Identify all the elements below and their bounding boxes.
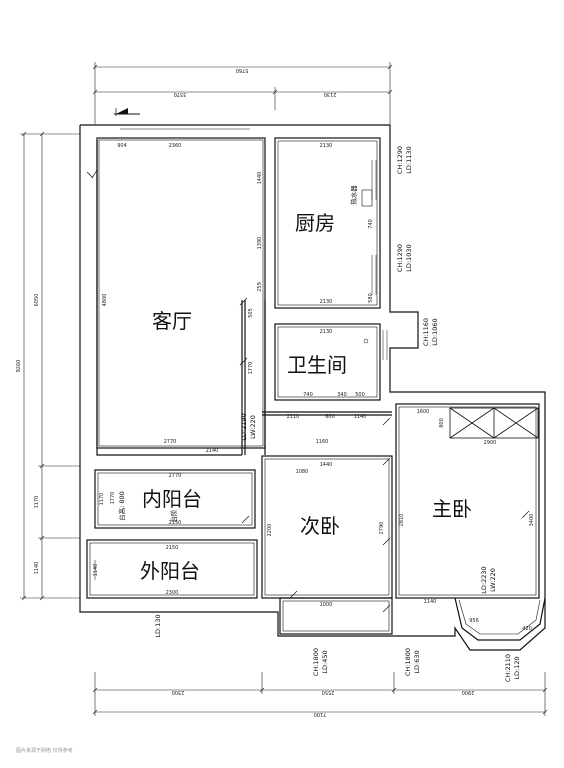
svg-text:1080: 1080 bbox=[296, 469, 309, 475]
wardrobe-icon bbox=[449, 407, 539, 439]
note-second-win-b: LD:450 bbox=[321, 650, 329, 673]
svg-text:2200: 2200 bbox=[267, 524, 273, 537]
svg-text:2810: 2810 bbox=[399, 514, 405, 527]
room-inner-balcony: 内阳台 bbox=[142, 487, 202, 511]
note-kitchen-win-1: CH:1290 bbox=[396, 146, 404, 174]
note-kitchen-win-1b: LD:1130 bbox=[405, 146, 413, 173]
svg-text:2300: 2300 bbox=[166, 590, 179, 596]
svg-text:1440: 1440 bbox=[257, 172, 263, 185]
svg-text:420: 420 bbox=[522, 626, 532, 632]
svg-text:1770: 1770 bbox=[248, 362, 254, 375]
top-dimensions bbox=[92, 62, 393, 124]
water-heater-icon bbox=[361, 189, 373, 207]
left-dimensions bbox=[20, 131, 80, 601]
note-master-door: LD:2230 bbox=[480, 566, 488, 593]
svg-text:1000: 1000 bbox=[320, 602, 333, 608]
dim-left-overall: 9260 bbox=[16, 360, 22, 373]
note-master-win-b: LD:630 bbox=[413, 650, 421, 673]
svg-text:259: 259 bbox=[257, 282, 263, 292]
dim-left-upper: 6050 bbox=[34, 294, 40, 307]
svg-text:1140: 1140 bbox=[93, 564, 99, 577]
svg-text:800: 800 bbox=[439, 418, 445, 428]
svg-text:600: 600 bbox=[325, 414, 335, 420]
svg-text:740: 740 bbox=[303, 392, 313, 398]
svg-text:2140: 2140 bbox=[206, 448, 219, 454]
north-arrow-icon bbox=[114, 108, 140, 116]
watermark: 图片来源于网络 仅供参考 bbox=[16, 747, 73, 754]
svg-text:340: 340 bbox=[337, 392, 347, 398]
bottom-dimensions bbox=[92, 672, 548, 716]
svg-text:1160: 1160 bbox=[316, 439, 329, 445]
room-outer-balcony: 外阳台 bbox=[140, 559, 200, 583]
svg-text:956: 956 bbox=[469, 618, 479, 624]
svg-text:2150: 2150 bbox=[166, 545, 179, 551]
dim-left-lower: 1140 bbox=[34, 562, 40, 575]
dim-bottom-left: 2300 bbox=[172, 689, 185, 695]
dim-bottom-overall: 7100 bbox=[314, 711, 327, 717]
dim-bottom-right: 2900 bbox=[462, 689, 475, 695]
dim-top-right: 2130 bbox=[324, 91, 337, 97]
note-sill-height: 台高: 800 bbox=[117, 491, 126, 521]
note-bath-win: CH:1160 bbox=[422, 318, 430, 346]
svg-text:3400: 3400 bbox=[529, 514, 535, 527]
note-outer-ld: LD:130 bbox=[154, 614, 162, 637]
room-second-bedroom: 次卧 bbox=[300, 514, 340, 538]
note-master-win: CH:1800 bbox=[404, 648, 412, 676]
wall-ticks bbox=[86, 169, 530, 613]
note-bay-win: CH:2110 bbox=[504, 654, 512, 682]
svg-text:580: 580 bbox=[368, 293, 374, 303]
dim-top-left: 3370 bbox=[174, 91, 187, 97]
windows bbox=[94, 124, 388, 580]
note-kitchen-win-2: CH:1290 bbox=[396, 244, 404, 272]
note-second-win: CH:1800 bbox=[312, 648, 320, 676]
svg-text:1170: 1170 bbox=[99, 493, 105, 506]
svg-text:2770: 2770 bbox=[169, 473, 182, 479]
svg-text:2130: 2130 bbox=[320, 143, 333, 149]
room-bathroom: 卫生间 bbox=[287, 353, 347, 377]
room-kitchen: 厨房 bbox=[295, 211, 335, 235]
svg-text:2790: 2790 bbox=[379, 522, 385, 535]
note-water-heater: 热水器 bbox=[349, 185, 358, 205]
svg-text:2900: 2900 bbox=[484, 440, 497, 446]
dim-left-mid: 1170 bbox=[34, 496, 40, 509]
svg-text:1390: 1390 bbox=[257, 237, 263, 250]
svg-text:4800: 4800 bbox=[102, 294, 108, 307]
walls bbox=[79, 124, 546, 651]
svg-text:1140: 1140 bbox=[354, 414, 367, 420]
note-bath-win-b: LD:1060 bbox=[431, 318, 439, 345]
note-living-door-b: LW:220 bbox=[249, 415, 257, 439]
svg-text:2110: 2110 bbox=[287, 414, 300, 420]
svg-text:2150: 2150 bbox=[169, 520, 182, 526]
svg-text:1770: 1770 bbox=[110, 492, 116, 505]
svg-text:1600: 1600 bbox=[417, 409, 430, 415]
svg-text:500: 500 bbox=[355, 392, 365, 398]
room-living: 客厅 bbox=[152, 309, 192, 333]
svg-text:1140: 1140 bbox=[424, 599, 437, 605]
svg-text:1440: 1440 bbox=[320, 462, 333, 468]
svg-text:2130: 2130 bbox=[320, 299, 333, 305]
note-living-door: LD:2190 bbox=[240, 413, 248, 440]
note-stair: 台阶 bbox=[169, 509, 178, 523]
note-kitchen-win-2b: LD:1030 bbox=[405, 244, 413, 271]
svg-text:2770: 2770 bbox=[164, 439, 177, 445]
floor-drain-icon bbox=[363, 338, 369, 344]
room-master-bedroom: 主卧 bbox=[432, 497, 472, 521]
svg-text:740: 740 bbox=[368, 219, 374, 229]
dim-bottom-mid: 2550 bbox=[322, 689, 335, 695]
svg-text:2130: 2130 bbox=[320, 329, 333, 335]
inner-dimensions: 904 2360 4800 2770 2130 1440 1390 259 74… bbox=[93, 143, 535, 632]
dim-top-overall: 5760 bbox=[236, 67, 249, 73]
svg-text:904: 904 bbox=[117, 143, 127, 149]
svg-text:505: 505 bbox=[248, 308, 254, 318]
note-master-door-b: LW:220 bbox=[489, 568, 497, 592]
svg-text:2360: 2360 bbox=[169, 143, 182, 149]
note-bay-win-b: LD:120 bbox=[513, 656, 521, 679]
